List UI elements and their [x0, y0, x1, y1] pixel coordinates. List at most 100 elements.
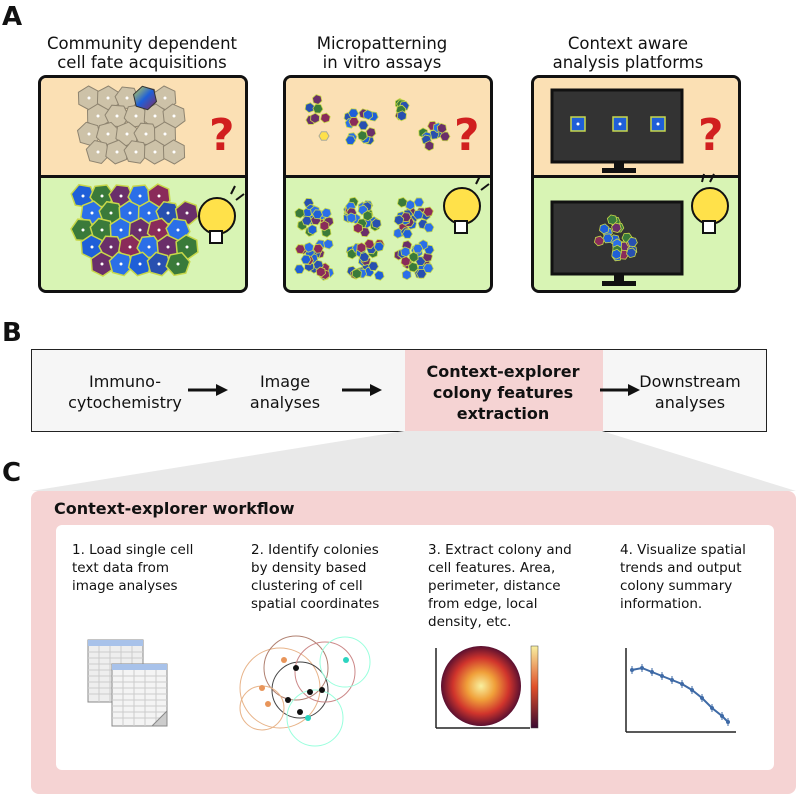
question-mark-icon: ?: [209, 110, 235, 161]
cell-shape: [422, 263, 434, 274]
cell-shape: [294, 244, 306, 255]
cell-shape: [401, 269, 412, 281]
nucleus-dot: [119, 194, 123, 198]
cell-shape: [424, 140, 435, 152]
nucleus-dot: [90, 211, 94, 215]
spreadsheet-icon: [87, 639, 168, 727]
nucleus-dot: [109, 211, 113, 215]
cell-shape: [321, 207, 332, 219]
cell-shape: [422, 206, 434, 217]
nucleus-dot: [115, 114, 119, 118]
lightbulb-icon: [691, 173, 729, 234]
nucleus-dot: [176, 228, 180, 232]
cell-shape: [626, 247, 637, 259]
panel-label-a: A: [2, 2, 23, 32]
cell-shape: [323, 238, 334, 250]
question-mark-icon: ?: [698, 110, 724, 161]
nucleus-dot: [138, 262, 142, 266]
cell-shape: [412, 243, 424, 254]
cell-shape: [320, 112, 331, 124]
cluster-point: [297, 709, 303, 715]
nucleus-dot: [176, 262, 180, 266]
analysis-illustration: ?: [550, 88, 729, 286]
nucleus-dot: [185, 211, 189, 215]
nucleus-dot: [134, 150, 138, 154]
nucleus-dot: [157, 228, 161, 232]
cell-shape: [312, 209, 323, 220]
cell-shape: [400, 256, 411, 267]
nucleus-dot: [100, 228, 104, 232]
arrow-icon: [342, 384, 382, 396]
cell-shape: [351, 268, 362, 280]
nucleus-dot: [119, 228, 123, 232]
cell-shape: [401, 229, 413, 239]
workflow-step-1: 1. Load single cell text data from image…: [72, 542, 194, 594]
clustering-icon: [239, 635, 371, 747]
line-plot-icon: [625, 648, 736, 733]
cluster-point: [319, 687, 325, 693]
cell-shape: [319, 220, 330, 232]
nucleus-dot: [138, 194, 142, 198]
lightbulb-icon: [198, 185, 245, 244]
nucleus-dot: [172, 114, 176, 118]
nucleus-dot: [138, 228, 142, 232]
cell-shape: [345, 135, 356, 146]
cell-shape: [362, 210, 373, 222]
heatmap-icon: [435, 645, 539, 729]
cell-shape: [396, 110, 407, 122]
cell-shape: [318, 131, 330, 141]
nucleus-dot: [87, 132, 91, 136]
nucleus-dot: [87, 96, 91, 100]
cell-shape: [303, 241, 315, 253]
nucleus-dot: [147, 211, 151, 215]
cell-shape: [301, 215, 313, 226]
cell-shape: [599, 223, 610, 235]
lightbulb-icon: [443, 175, 490, 234]
cell-shape: [413, 197, 425, 208]
cell-shape: [310, 112, 320, 124]
nucleus-dot: [144, 132, 148, 136]
arrow-icon: [188, 384, 228, 396]
nucleus-dot: [96, 150, 100, 154]
nucleus-dot: [100, 194, 104, 198]
cell-shape: [400, 246, 411, 258]
cell-shape: [362, 109, 374, 121]
cell-shape: [364, 238, 375, 250]
cluster-point: [343, 657, 349, 663]
nucleus-dot: [81, 228, 85, 232]
nucleus-dot: [81, 194, 85, 198]
cell-shape: [611, 222, 622, 233]
nucleus-dot: [157, 194, 161, 198]
nucleus-dot: [96, 114, 100, 118]
nucleus-dot: [109, 245, 113, 249]
cell-shape: [606, 214, 618, 225]
cell-shape: [357, 120, 369, 130]
step-immunocytochemistry: Immuno- cytochemistry: [68, 372, 182, 412]
arrow-icon: [600, 384, 640, 396]
highlight-box: [405, 350, 603, 431]
nucleus-dot: [153, 150, 157, 154]
cell-shape: [423, 222, 435, 233]
cell-shape: [397, 197, 408, 208]
step-image-analyses: Image analyses: [249, 372, 321, 412]
cell-shape: [346, 212, 357, 224]
cell-shape: [348, 116, 360, 127]
nucleus-dot: [185, 245, 189, 249]
cell-shape: [312, 103, 324, 114]
cell-shape: [307, 224, 318, 236]
workflow-step-4: 4. Visualize spatial trends and output c…: [620, 542, 746, 612]
community-card: ?: [38, 75, 248, 293]
cell-shape: [353, 222, 363, 234]
nucleus-dot: [153, 114, 157, 118]
panel-label-b: B: [2, 318, 22, 348]
cell-shape: [312, 243, 324, 254]
nucleus-dot: [147, 245, 151, 249]
cell-shape: [593, 235, 605, 247]
pipeline-flow: [31, 349, 767, 432]
step-downstream-analyses: Downstream analyses: [639, 372, 741, 412]
nucleus-dot: [134, 114, 138, 118]
zoom-wedge: [31, 431, 796, 491]
cluster-point: [281, 657, 287, 663]
question-mark-icon: ?: [454, 110, 480, 161]
